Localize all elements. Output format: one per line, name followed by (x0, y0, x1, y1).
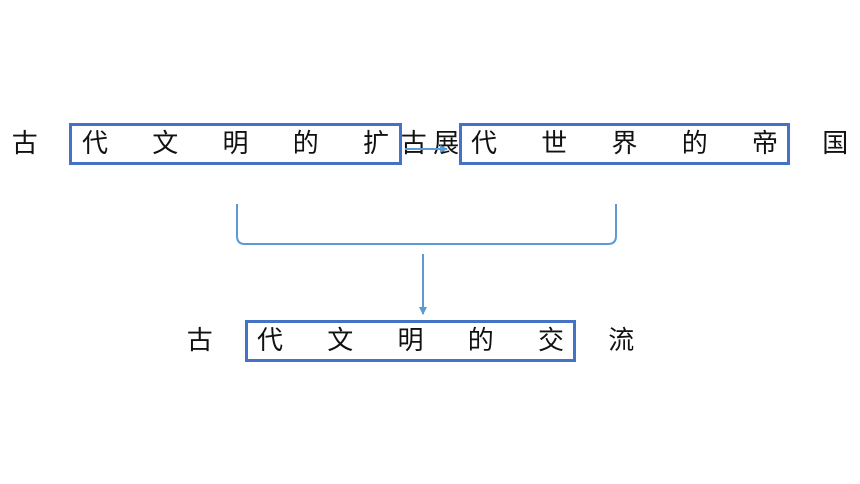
node-ancient-civilization-expansion: 古 代 文 明 的 扩 展 (12, 123, 459, 165)
node-ancient-world-empires: 古 代 世 界 的 帝 国 (401, 123, 848, 165)
node-label: 古 代 文 明 的 扩 展 (11, 129, 478, 159)
node-ancient-civilization-exchange: 古 代 文 明 的 交 流 (187, 320, 634, 362)
bracket-connector (236, 204, 617, 245)
node-label: 古 代 世 界 的 帝 国 (400, 129, 860, 159)
node-label: 古 代 文 明 的 交 流 (186, 326, 653, 356)
